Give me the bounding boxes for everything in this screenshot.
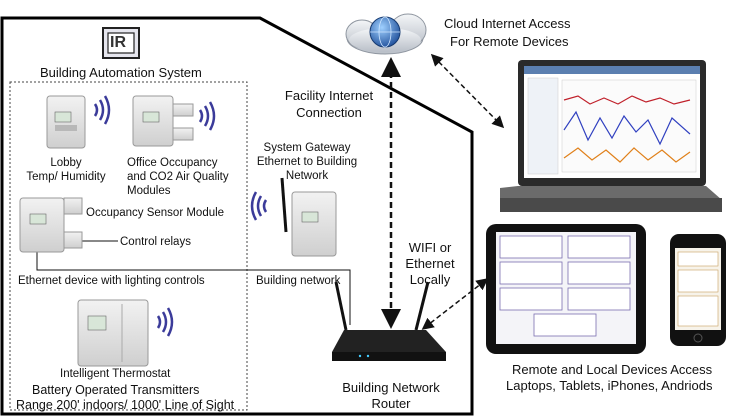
tablet-device bbox=[486, 224, 646, 354]
router-device bbox=[332, 281, 446, 361]
occupancy-module bbox=[19, 197, 83, 253]
logo-icon bbox=[102, 27, 140, 59]
building-network-wire bbox=[36, 248, 351, 325]
thermostat-label: Intelligent Thermostat bbox=[60, 368, 171, 380]
cloud-title-line2: For Remote Devices bbox=[450, 34, 569, 49]
phone-device bbox=[670, 234, 726, 346]
logo-text: IR bbox=[110, 34, 126, 51]
gateway-line1: System Gateway bbox=[263, 142, 351, 154]
gateway-device bbox=[280, 177, 337, 257]
cloud-title-line1: Cloud Internet Access bbox=[444, 16, 571, 31]
ethernet-label: Ethernet device with lighting controls bbox=[18, 275, 205, 287]
router-line1: Building Network bbox=[342, 380, 440, 395]
router-line2: Router bbox=[371, 396, 411, 411]
relays-label: Control relays bbox=[120, 236, 191, 248]
lobby-line1: Lobby bbox=[50, 157, 82, 169]
wifi-line2: Ethernet bbox=[405, 256, 455, 271]
battery-line2: Range 200' indoors/ 1000' Line of Sight bbox=[16, 398, 235, 412]
wifi-wave-icon bbox=[93, 95, 268, 337]
remote-line1: Remote and Local Devices Access bbox=[512, 362, 713, 377]
occupancy-label: Occupancy Sensor Module bbox=[86, 207, 225, 219]
battery-line1: Battery Operated Transmitters bbox=[32, 383, 200, 397]
cloud-laptop-arrow bbox=[430, 53, 505, 129]
office-line1: Office Occupancy bbox=[127, 157, 218, 169]
globe-icon bbox=[369, 16, 401, 48]
building-boundary bbox=[0, 16, 474, 416]
facility-line2: Connection bbox=[296, 105, 362, 120]
facility-line1: Facility Internet bbox=[284, 88, 374, 103]
thermostat-device bbox=[77, 299, 149, 367]
lobby-line2: Temp/ Humidity bbox=[26, 171, 106, 183]
office-line3: Modules bbox=[127, 185, 171, 197]
lobby-sensor bbox=[46, 95, 86, 149]
gateway-line2: Ethernet to Building bbox=[256, 156, 358, 168]
router-tablet-arrow bbox=[421, 278, 489, 330]
building-network-label: Building network bbox=[256, 275, 341, 287]
remote-line2: Laptops, Tablets, iPhones, Andriods bbox=[506, 378, 713, 393]
wifi-line1: WIFI or bbox=[408, 240, 452, 255]
office-module bbox=[132, 95, 194, 147]
office-line2: and CO2 Air Quality bbox=[127, 171, 229, 183]
laptop-device bbox=[500, 60, 722, 212]
wifi-line3: Locally bbox=[409, 272, 451, 287]
bas-title: Building Automation System bbox=[40, 65, 202, 80]
transmitters-box bbox=[9, 81, 248, 411]
gateway-line3: Network bbox=[285, 170, 329, 182]
